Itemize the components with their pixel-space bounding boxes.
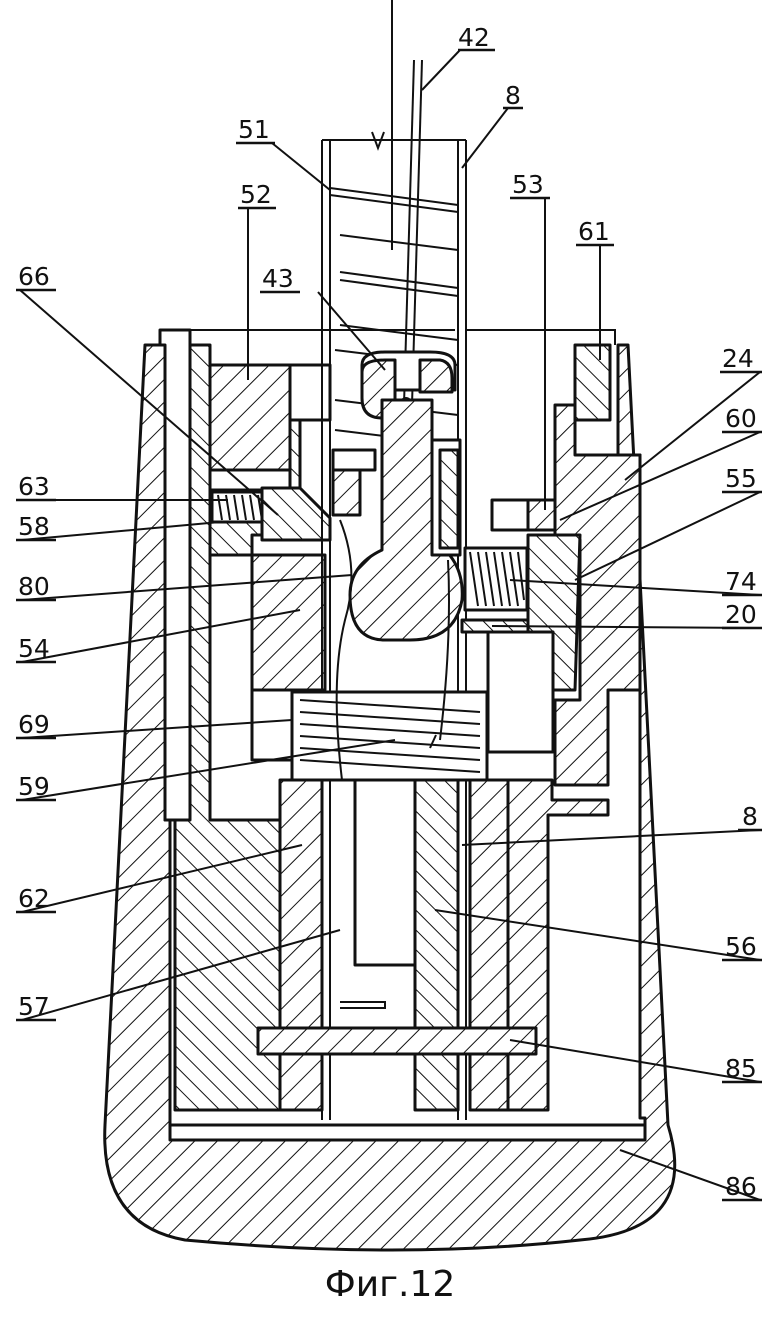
label-24: 24 (722, 344, 754, 373)
label-51: 51 (238, 115, 270, 144)
figure-caption: Фиг.12 (325, 1264, 456, 1305)
crossbar-85 (256, 1026, 538, 1056)
label-58: 58 (18, 512, 50, 541)
label-85: 85 (725, 1054, 757, 1083)
label-60: 60 (725, 404, 757, 433)
plate-20 (460, 618, 555, 754)
block-52 (208, 363, 332, 492)
label-63: 63 (18, 472, 50, 501)
spring-74 (463, 546, 529, 612)
label-55: 55 (725, 464, 757, 493)
label-54: 54 (18, 634, 50, 663)
label-52: 52 (240, 180, 272, 209)
label-20: 20 (725, 600, 757, 629)
label-80: 80 (18, 572, 50, 601)
label-69: 69 (18, 710, 50, 739)
block-54 (250, 553, 327, 762)
label-59: 59 (18, 772, 50, 801)
label-86: 86 (725, 1172, 757, 1201)
label-8-right: 8 (742, 802, 758, 831)
rod-42 (391, 0, 423, 406)
plunger (331, 398, 464, 642)
spring-63 (210, 490, 272, 524)
callout-labels: 42 8 51 53 52 61 66 43 24 60 63 55 58 74… (16, 23, 762, 1202)
label-56: 56 (725, 932, 757, 961)
label-8-top: 8 (505, 81, 521, 110)
label-43: 43 (262, 264, 294, 293)
latch-66 (260, 486, 332, 542)
label-57: 57 (18, 992, 50, 1021)
label-61: 61 (578, 217, 610, 246)
leader-lines (19, 49, 761, 1201)
label-74: 74 (725, 567, 757, 596)
head-43 (360, 350, 457, 420)
label-62: 62 (18, 884, 50, 913)
label-66: 66 (18, 262, 50, 291)
label-53: 53 (512, 170, 544, 199)
label-42: 42 (458, 23, 490, 52)
